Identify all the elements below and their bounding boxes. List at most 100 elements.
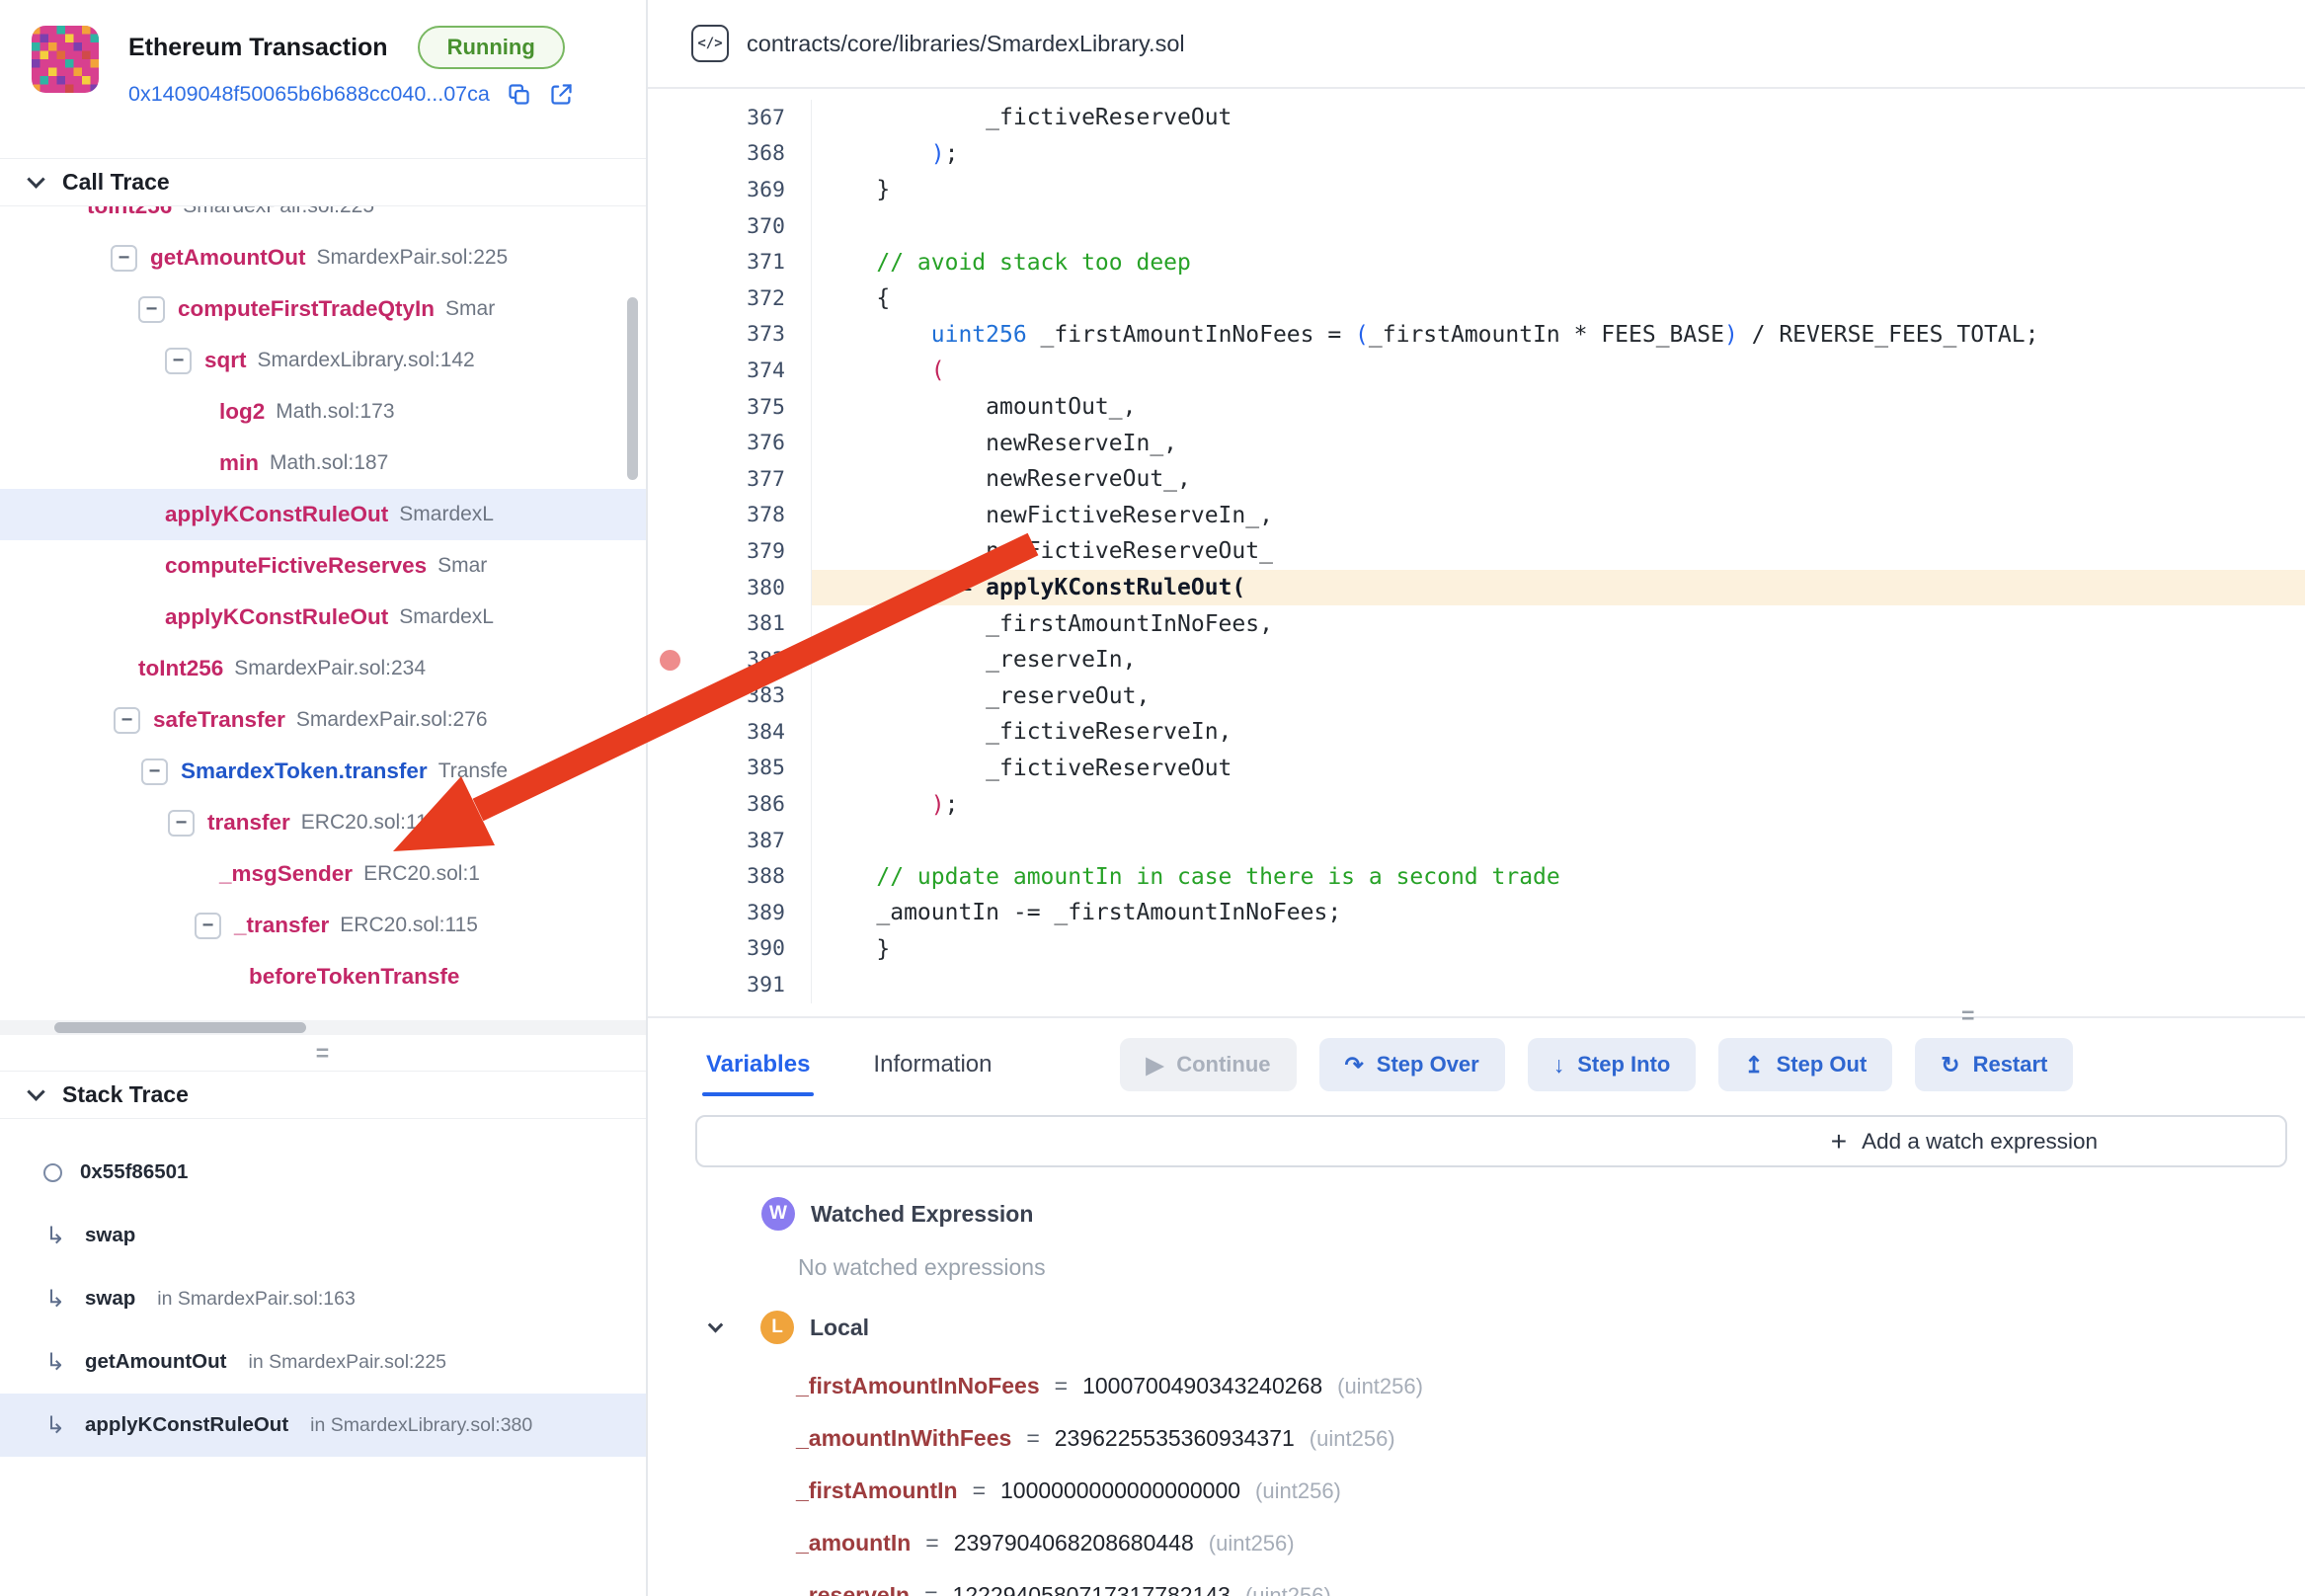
line-gutter[interactable]: 378	[648, 497, 812, 534]
code-line[interactable]: 388// update amountIn in case there is a…	[648, 858, 2305, 896]
watch-expression-bar[interactable]: + Add a watch expression	[695, 1115, 2287, 1167]
stack-frame[interactable]: ↳swap	[0, 1204, 646, 1267]
line-gutter[interactable]: 385	[648, 750, 812, 787]
restart-button[interactable]: ↻Restart	[1915, 1038, 2074, 1091]
line-gutter[interactable]: 368	[648, 135, 812, 173]
collapse-toggle-icon[interactable]: −	[195, 912, 221, 939]
call-trace-item[interactable]: beforeTokenTransfe	[0, 951, 646, 1002]
collapse-toggle-icon[interactable]: −	[114, 706, 140, 734]
step-into-button[interactable]: ↓Step Into	[1527, 1038, 1697, 1091]
line-gutter[interactable]: 383	[648, 678, 812, 715]
line-gutter[interactable]: 370	[648, 207, 812, 245]
code-text: _reserveOut,	[812, 678, 2305, 715]
line-gutter[interactable]: 389	[648, 895, 812, 931]
line-gutter[interactable]: 369	[648, 172, 812, 208]
line-gutter[interactable]: 373	[648, 316, 812, 354]
frame-label: swap	[85, 1287, 136, 1310]
code-line[interactable]: 390}	[648, 930, 2305, 968]
line-gutter[interactable]: 376	[648, 425, 812, 461]
line-gutter[interactable]: 377	[648, 460, 812, 498]
line-gutter[interactable]: 391	[648, 967, 812, 1003]
tab-information[interactable]: Information	[873, 1051, 993, 1077]
collapse-toggle-icon[interactable]: −	[141, 758, 168, 785]
line-gutter[interactable]: 380	[648, 569, 812, 606]
line-gutter[interactable]: 384	[648, 714, 812, 751]
line-gutter[interactable]: 367	[648, 100, 812, 136]
code-line[interactable]: 371// avoid stack too deep	[648, 244, 2305, 280]
horizontal-scrollbar[interactable]	[0, 1020, 646, 1035]
line-gutter[interactable]: 382	[648, 641, 812, 678]
code-line[interactable]: 380) = applyKConstRuleOut(	[648, 569, 2305, 606]
transaction-hash-link[interactable]: 0x1409048f50065b6b688cc040...07ca	[128, 82, 490, 106]
horizontal-scrollbar-thumb[interactable]	[54, 1022, 306, 1033]
line-gutter[interactable]: 390	[648, 930, 812, 968]
line-gutter[interactable]: 379	[648, 533, 812, 570]
code-line[interactable]: 381_firstAmountInNoFees,	[648, 605, 2305, 642]
line-gutter[interactable]: 375	[648, 388, 812, 426]
line-gutter[interactable]: 374	[648, 353, 812, 389]
sidebar-resize-handle[interactable]: =	[315, 1039, 331, 1066]
collapse-toggle-icon[interactable]: −	[165, 347, 192, 374]
breakpoint-icon[interactable]	[660, 649, 680, 671]
code-line[interactable]: 387	[648, 822, 2305, 859]
line-gutter[interactable]: 381	[648, 605, 812, 642]
code-line[interactable]: 368);	[648, 135, 2305, 173]
code-line[interactable]: 386);	[648, 786, 2305, 823]
collapse-toggle-icon[interactable]: −	[138, 295, 165, 323]
call-trace-header[interactable]: Call Trace	[0, 158, 646, 206]
tab-variables[interactable]: Variables	[702, 1045, 815, 1096]
code-line[interactable]: 369}	[648, 172, 2305, 208]
stack-frame[interactable]: 0x55f86501	[0, 1141, 646, 1204]
line-gutter[interactable]: 388	[648, 858, 812, 896]
line-gutter[interactable]: 386	[648, 786, 812, 823]
code-line[interactable]: 374(	[648, 353, 2305, 389]
code-line[interactable]: 382_reserveIn,	[648, 641, 2305, 678]
collapse-toggle-icon[interactable]: −	[168, 809, 195, 837]
code-line[interactable]: 372{	[648, 279, 2305, 317]
panel-resize-handle[interactable]: =	[1961, 1002, 1975, 1028]
code-line[interactable]: 383_reserveOut,	[648, 678, 2305, 715]
line-gutter[interactable]: 387	[648, 822, 812, 859]
stack-trace-header[interactable]: Stack Trace	[0, 1071, 646, 1119]
local-section[interactable]: L Local	[707, 1311, 2305, 1344]
code-line[interactable]: 370	[648, 207, 2305, 245]
code-line[interactable]: 384_fictiveReserveIn,	[648, 714, 2305, 751]
code-line[interactable]: 385_fictiveReserveOut	[648, 750, 2305, 787]
external-link-icon[interactable]	[548, 81, 575, 108]
code-line[interactable]: 389_amountIn -= _firstAmountInNoFees;	[648, 895, 2305, 931]
step-over-button[interactable]: ↷Step Over	[1318, 1038, 1505, 1091]
add-watch-label[interactable]: Add a watch expression	[1862, 1128, 2098, 1154]
copy-icon[interactable]	[506, 81, 532, 108]
line-gutter[interactable]: 371	[648, 244, 812, 280]
step-out-button[interactable]: ↥Step Out	[1718, 1038, 1893, 1091]
vertical-scrollbar-thumb[interactable]	[627, 297, 638, 480]
line-gutter[interactable]: 372	[648, 279, 812, 317]
collapse-toggle-icon[interactable]: −	[111, 244, 137, 272]
code-line[interactable]: 391	[648, 967, 2305, 1003]
code-line[interactable]: 367_fictiveReserveOut	[648, 100, 2305, 136]
